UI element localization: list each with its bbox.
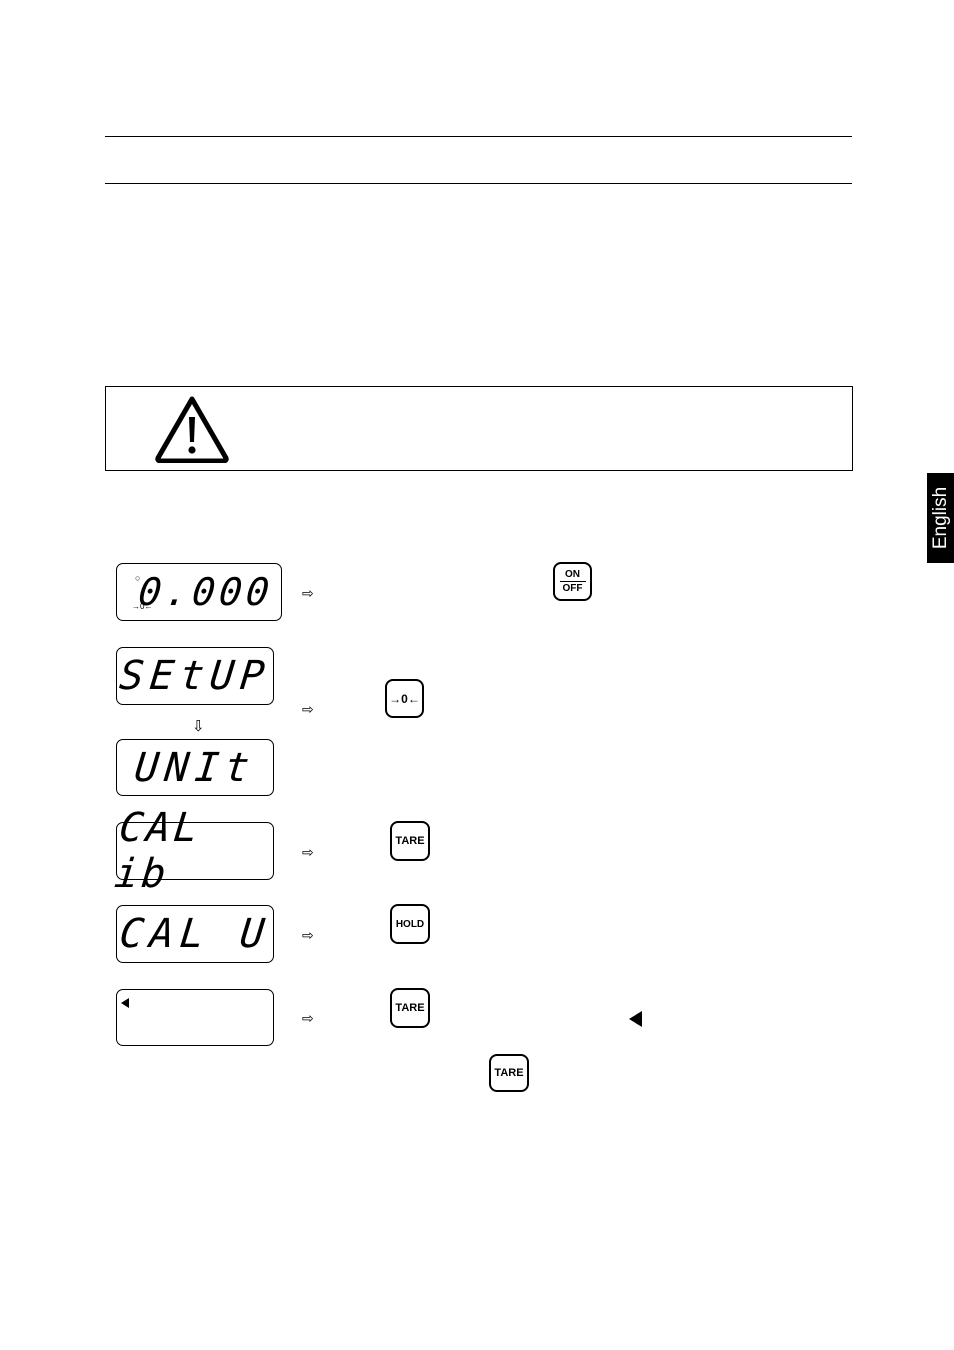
hold-key[interactable]: HOLD [390,904,430,944]
lcd-display-calu: CAL U [116,905,274,963]
lcd-value: CAL U [117,911,273,957]
stability-icon: ○ [135,573,141,583]
lcd-display-unit: UNIt [116,739,274,796]
header-rule-top [105,136,852,137]
header-rule-bottom [105,183,852,184]
tare-key[interactable]: TARE [390,988,430,1028]
lcd-value: UNIt [132,744,258,791]
zero-indicator-icon: →0← [132,602,153,611]
triangle-left-icon [629,1011,642,1027]
arrow-down-icon: ⇩ [192,717,205,735]
lcd-value: CAL ib [112,805,204,897]
lcd-display-calib: CAL ib [112,805,274,897]
arrow-right-icon: ⇨ [302,845,314,861]
warning-box [105,386,853,471]
zero-key[interactable]: →0← [385,679,424,718]
on-off-key[interactable]: ON OFF [553,562,592,601]
on-off-key-top-label: ON [565,569,580,580]
warning-triangle-icon [155,396,229,463]
lcd-display-setup: SEtUP [116,647,274,705]
lcd-display-zero: ○ →0← 0.000 [116,563,282,621]
lcd-value: 0.000 [136,570,276,614]
on-off-key-divider [559,581,586,582]
tare-key[interactable]: TARE [390,821,430,861]
tare-key[interactable]: TARE [489,1054,529,1092]
arrow-right-icon: ⇨ [302,586,314,602]
arrow-right-icon: ⇨ [302,702,314,718]
arrow-right-icon: ⇨ [302,1011,314,1027]
triangle-left-icon [121,998,129,1008]
lcd-value: SEtUP [117,653,273,699]
language-tab-label: English [929,486,951,550]
language-tab[interactable]: English [927,473,954,563]
lcd-display-blank [116,989,274,1046]
on-off-key-bottom-label: OFF [562,583,583,594]
arrow-right-icon: ⇨ [302,928,314,944]
